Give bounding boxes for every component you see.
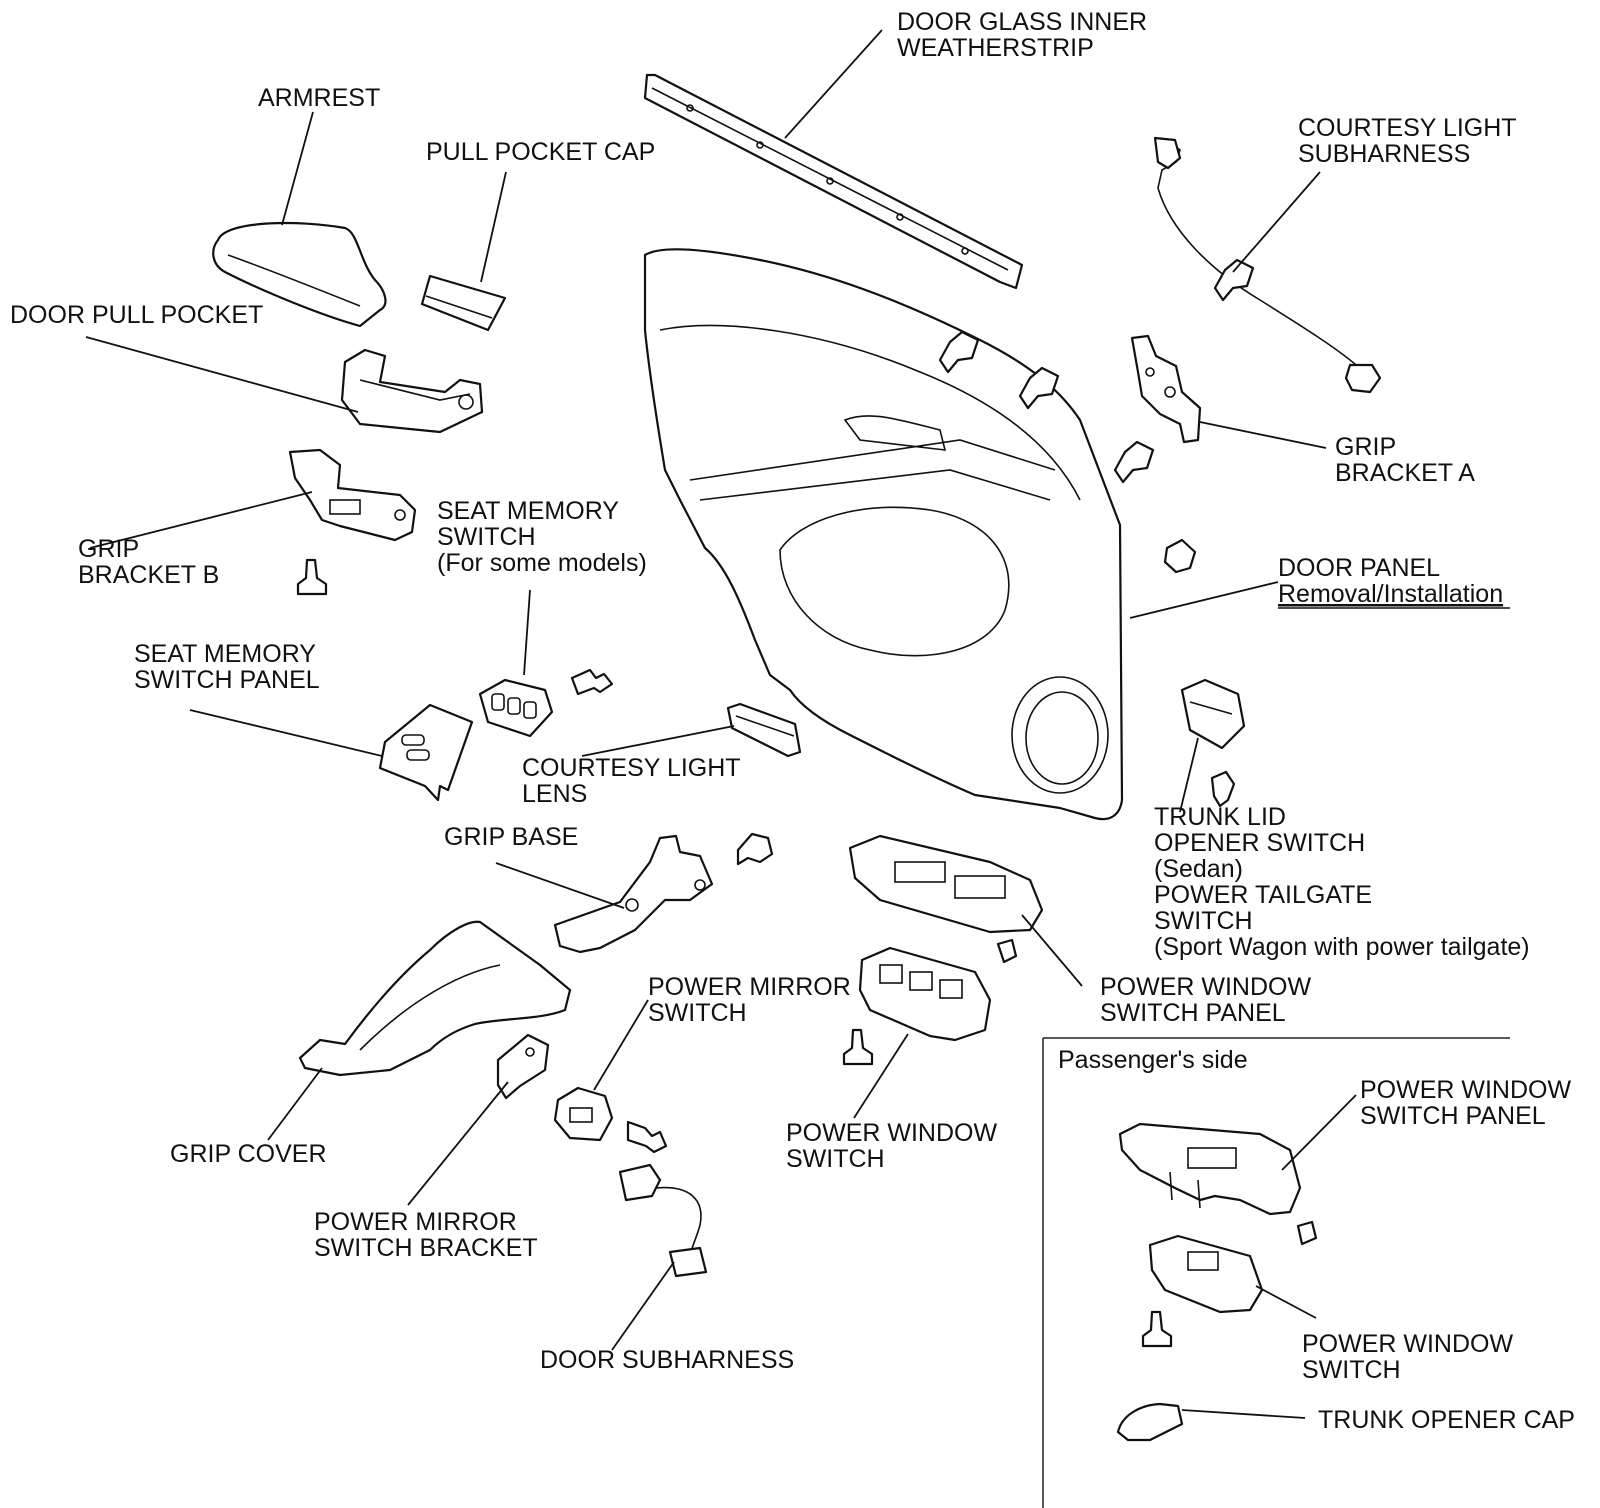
clip-icon — [1141, 1310, 1173, 1348]
label-grip-bracket-b: GRIP BRACKET B — [78, 535, 219, 589]
label-door-subharness: DOOR SUBHARNESS — [540, 1346, 794, 1374]
door-panel-part — [643, 248, 1124, 821]
power-window-switch-panel-part — [848, 834, 1044, 934]
label-power-window-switch-panel: POWER WINDOW SWITCH PANEL — [1100, 973, 1318, 1027]
clip-icon — [1113, 440, 1155, 484]
label-seat-memory-switch: SEAT MEMORY SWITCH (For some models) — [437, 497, 647, 577]
power-mirror-switch-bracket-part — [496, 1033, 550, 1100]
label-passenger-power-window-switch: POWER WINDOW SWITCH — [1302, 1330, 1520, 1384]
clip-icon — [938, 330, 980, 374]
label-grip-base: GRIP BASE — [444, 823, 578, 851]
passenger-power-window-switch-part — [1148, 1234, 1264, 1314]
label-grip-cover: GRIP COVER — [170, 1140, 327, 1168]
label-pull-pocket-cap: PULL POCKET CAP — [426, 138, 655, 166]
door-panel-removal-link[interactable]: Removal/Installation — [1278, 580, 1503, 608]
label-power-window-switch: POWER WINDOW SWITCH — [786, 1119, 1004, 1173]
label-trunk-lid-opener-switch: TRUNK LID OPENER SWITCH (Sedan) POWER TA… — [1154, 803, 1530, 961]
label-armrest: ARMREST — [258, 84, 380, 112]
screw-icon — [736, 832, 774, 866]
clip-icon — [1163, 538, 1197, 574]
label-trunk-opener-cap: TRUNK OPENER CAP — [1318, 1406, 1575, 1434]
label-door-glass-inner-weatherstrip: DOOR GLASS INNER WEATHERSTRIP — [897, 8, 1154, 62]
passenger-side-title: Passenger's side — [1058, 1046, 1248, 1074]
trunk-lid-opener-switch-part — [1180, 678, 1246, 750]
power-window-switch-part — [858, 946, 992, 1042]
label-door-panel: DOOR PANEL Removal/Installation — [1278, 554, 1503, 608]
label-grip-bracket-a: GRIP BRACKET A — [1335, 433, 1475, 487]
screw-icon — [1210, 770, 1236, 808]
label-courtesy-light-lens: COURTESY LIGHT LENS — [522, 754, 747, 808]
seat-memory-switch-part — [478, 678, 554, 738]
seat-memory-switch-panel-part — [378, 703, 474, 802]
door-subharness-part — [618, 1163, 708, 1278]
passenger-side-frame — [1042, 1037, 1510, 1508]
grip-cover-part — [298, 920, 572, 1077]
power-mirror-switch-part — [553, 1086, 614, 1142]
clip-icon — [1213, 258, 1255, 302]
label-power-mirror-switch: POWER MIRROR SWITCH — [648, 973, 858, 1027]
screw-icon — [626, 1120, 668, 1154]
passenger-power-window-switch-panel-part — [1118, 1122, 1302, 1216]
label-courtesy-light-subharness: COURTESY LIGHT SUBHARNESS — [1298, 114, 1523, 168]
trunk-opener-cap-part — [1116, 1402, 1184, 1442]
door-glass-inner-weatherstrip-part — [643, 73, 1024, 290]
label-seat-memory-switch-panel: SEAT MEMORY SWITCH PANEL — [134, 640, 322, 694]
door-pull-pocket-part — [340, 348, 484, 434]
courtesy-light-lens-part — [726, 702, 802, 758]
leader-lines — [85, 29, 1357, 1419]
pull-pocket-cap-part — [420, 274, 507, 332]
clip-icon — [1018, 366, 1060, 410]
grip-bracket-a-part — [1130, 334, 1202, 444]
armrest-part — [212, 221, 387, 328]
clip-icon — [296, 558, 328, 596]
grip-base-part — [553, 834, 714, 954]
label-power-mirror-switch-bracket: POWER MIRROR SWITCH BRACKET — [314, 1208, 538, 1262]
label-door-pull-pocket: DOOR PULL POCKET — [10, 301, 263, 329]
clip-icon — [842, 1028, 874, 1066]
clip-icon — [996, 938, 1018, 964]
courtesy-light-subharness-part — [1153, 136, 1382, 394]
label-passenger-power-window-switch-panel: POWER WINDOW SWITCH PANEL — [1360, 1076, 1578, 1130]
grip-bracket-b-part — [288, 448, 417, 542]
clip-icon — [1296, 1220, 1318, 1246]
screw-icon — [570, 668, 614, 696]
